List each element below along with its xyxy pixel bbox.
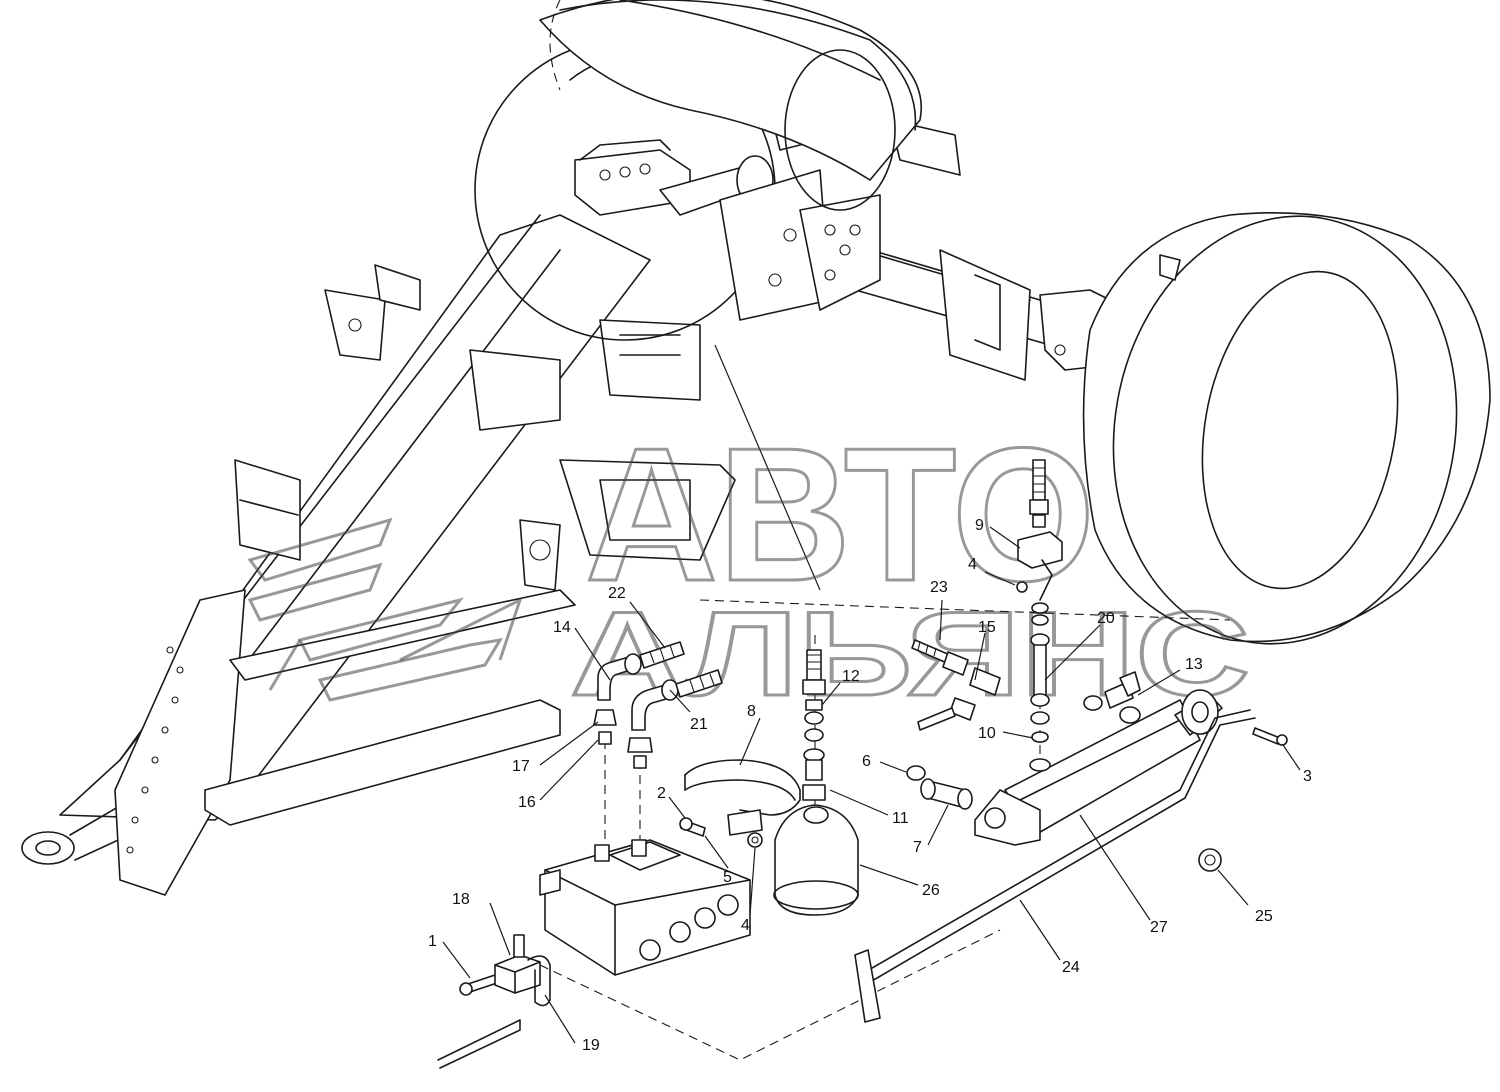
callout-27: 27 [1150,919,1168,936]
hose-fittings-23-15 [911,639,1001,731]
accumulator-fittings [802,649,826,801]
hydraulic-cylinder-27 [974,689,1223,846]
callout-26: 26 [922,882,940,899]
chassis-frame [21,119,1111,896]
callout-9: 9 [975,517,984,534]
callout-16: 16 [518,794,536,811]
callout-7: 7 [913,839,922,856]
accumulator-26 [773,804,859,916]
callout-18: 18 [452,891,470,908]
callout-6: 6 [862,753,871,770]
callout-11: 11 [892,810,909,827]
bolt-1 [459,974,498,996]
elbow-fitting-13 [1083,671,1141,724]
callout-13: 13 [1185,656,1203,673]
callout-5: 5 [723,869,732,886]
callout-4-upper: 4 [968,556,977,573]
callout-14: 14 [553,619,571,636]
watermark-logo [247,517,523,702]
callout-10: 10 [978,725,996,742]
callout-8: 8 [747,703,756,720]
callout-3: 3 [1303,768,1312,785]
strap-clamp-8 [684,759,801,836]
callout-19: 19 [582,1037,600,1054]
callout-20: 20 [1097,610,1115,627]
rod-24 [854,709,1256,1023]
callout-12: 12 [842,668,860,685]
callout-22: 22 [608,585,626,602]
assembly-dashed-lines [539,599,1231,1061]
o-ring-6 [906,765,926,781]
right-rear-wheel [1082,211,1491,645]
callout-23: 23 [930,579,948,596]
callout-24: 24 [1062,959,1080,976]
callout-21: 21 [690,716,708,733]
hose-fittings-14-21-22 [593,641,723,769]
callout-labels: 1 2 3 4 4 5 6 7 8 9 10 11 12 13 14 15 16… [428,517,1312,1054]
detail-reference-line [714,344,821,591]
callout-1: 1 [428,933,437,950]
bolt-3 [1252,727,1288,746]
screw-2 [679,817,706,837]
control-valve-block [539,839,751,976]
callout-leaders [442,526,1301,1044]
watermark-line1: АВТО [585,409,1095,621]
clamp-block-18 [494,934,541,994]
fitting-stack-9-20-10 [1016,459,1063,772]
callout-25: 25 [1255,908,1273,925]
callout-2: 2 [657,785,666,802]
callout-15: 15 [978,619,996,636]
spacer-tube-7 [920,778,973,810]
left-rear-wheel [539,0,922,211]
callout-4-lower: 4 [741,917,750,934]
callout-17: 17 [512,758,530,775]
nut-4-lower [747,832,763,848]
u-bolt-19 [437,955,551,1069]
nut-25 [1198,848,1222,872]
